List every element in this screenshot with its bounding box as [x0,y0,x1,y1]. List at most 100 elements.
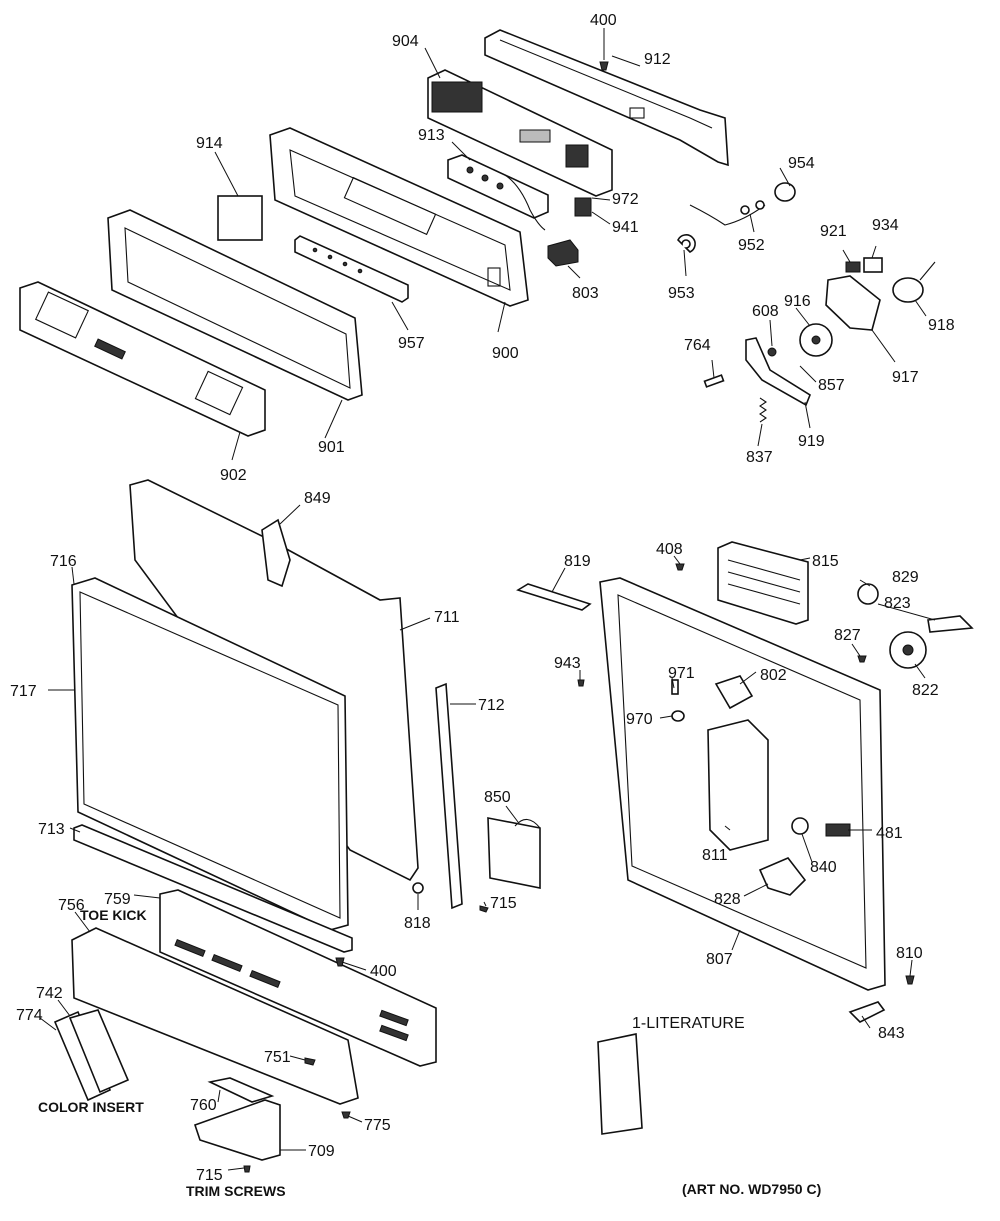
part-916-impeller [799,323,833,357]
label-971: 971 [668,665,695,682]
part-913-switch-board [447,154,549,231]
label-941: 941 [612,219,639,236]
label-715-trim: 715 [196,1167,223,1184]
part-literature-envelope [597,1033,643,1135]
label-715-mid: 715 [490,895,517,912]
label-918: 918 [928,317,955,334]
part-957-strip [294,235,409,303]
label-709: 709 [308,1143,335,1160]
part-712-side-rail [435,682,463,910]
part-number-labels: 400 912 904 914 913 972 941 954 952 921 … [10,12,955,1199]
label-742: 742 [36,985,63,1002]
label-914: 914 [196,135,223,152]
part-849-hinge-bracket [261,518,291,588]
label-902: 902 [220,467,247,484]
part-943-screw [577,679,585,687]
label-857: 857 [818,377,845,394]
label-822: 822 [912,682,939,699]
part-934-pad [863,257,883,273]
label-904: 904 [392,33,419,50]
part-400-screw-mid [335,957,345,967]
part-901-trim-frame [107,209,363,401]
label-957: 957 [398,335,425,352]
part-803-switch [547,239,579,267]
part-764-bolt [703,374,725,388]
label-759: 759 [104,891,131,908]
part-900-console-frame [269,127,529,307]
label-481: 481 [876,825,903,842]
label-828: 828 [714,891,741,908]
part-843-hinge-clip [848,1001,886,1023]
part-774-color-insert [53,1009,130,1102]
label-913: 913 [418,127,445,144]
part-953-clip [677,234,696,253]
label-954: 954 [788,155,815,172]
label-819: 819 [564,553,591,570]
label-716: 716 [50,553,77,570]
part-904-control-board [427,69,613,197]
leader-lines [39,47,936,1171]
part-919-latch-lever [745,337,811,407]
label-921: 921 [820,223,847,240]
part-815-vent [717,541,809,625]
part-802-latch [714,675,754,710]
part-840-gasket [791,817,809,835]
part-850-bracket [487,817,541,889]
label-829: 829 [892,569,919,586]
label-713: 713 [38,821,65,838]
part-408-screw [675,563,685,571]
label-810: 810 [896,945,923,962]
label-400-top: 400 [590,12,617,29]
label-972: 972 [612,191,639,208]
part-751-screw [304,1057,316,1066]
label-756: 756 [58,897,85,914]
label-919: 919 [798,433,825,450]
label-934: 934 [872,217,899,234]
label-807: 807 [706,951,733,968]
label-912: 912 [644,51,671,68]
caption-color-insert: COLOR INSERT [38,1099,144,1115]
label-901: 901 [318,439,345,456]
label-775: 775 [364,1117,391,1134]
label-711: 711 [434,609,460,626]
label-608: 608 [752,303,779,320]
label-751: 751 [264,1049,291,1066]
label-837: 837 [746,449,773,466]
label-900: 900 [492,345,519,362]
part-481-detergent-cup [825,823,851,837]
part-912-control-bracket [484,29,729,167]
label-764: 764 [684,337,711,354]
label-802: 802 [760,667,787,684]
label-849: 849 [304,490,331,507]
part-902-control-panel [19,281,266,437]
part-608-nut [767,347,777,357]
part-837-spring [759,397,767,423]
part-819-label [516,583,592,611]
caption-literature: 1-LITERATURE [632,1015,745,1032]
caption-toe-kick: TOE KICK [80,907,147,923]
label-850: 850 [484,789,511,806]
label-760: 760 [190,1097,217,1114]
label-916: 916 [784,293,811,310]
part-914-window-plate [217,195,263,241]
part-715-trim-screw [243,1165,251,1173]
label-917: 917 [892,369,919,386]
label-408: 408 [656,541,683,558]
label-843: 843 [878,1025,905,1042]
label-840: 840 [810,859,837,876]
label-712: 712 [478,697,505,714]
label-815: 815 [812,553,839,570]
label-818: 818 [404,915,431,932]
part-760-trim-piece [207,1077,275,1103]
label-717: 717 [10,683,37,700]
part-756-kick-plate [71,927,359,1105]
part-715-screw-mid [479,905,489,913]
part-827-screw [857,655,867,663]
part-918-motor [892,261,936,303]
label-400-mid: 400 [370,963,397,980]
label-953: 953 [668,285,695,302]
part-759-toe-kick [159,889,437,1067]
part-713-bottom-strip [73,824,353,953]
part-822-dispenser-wheel [889,631,927,669]
